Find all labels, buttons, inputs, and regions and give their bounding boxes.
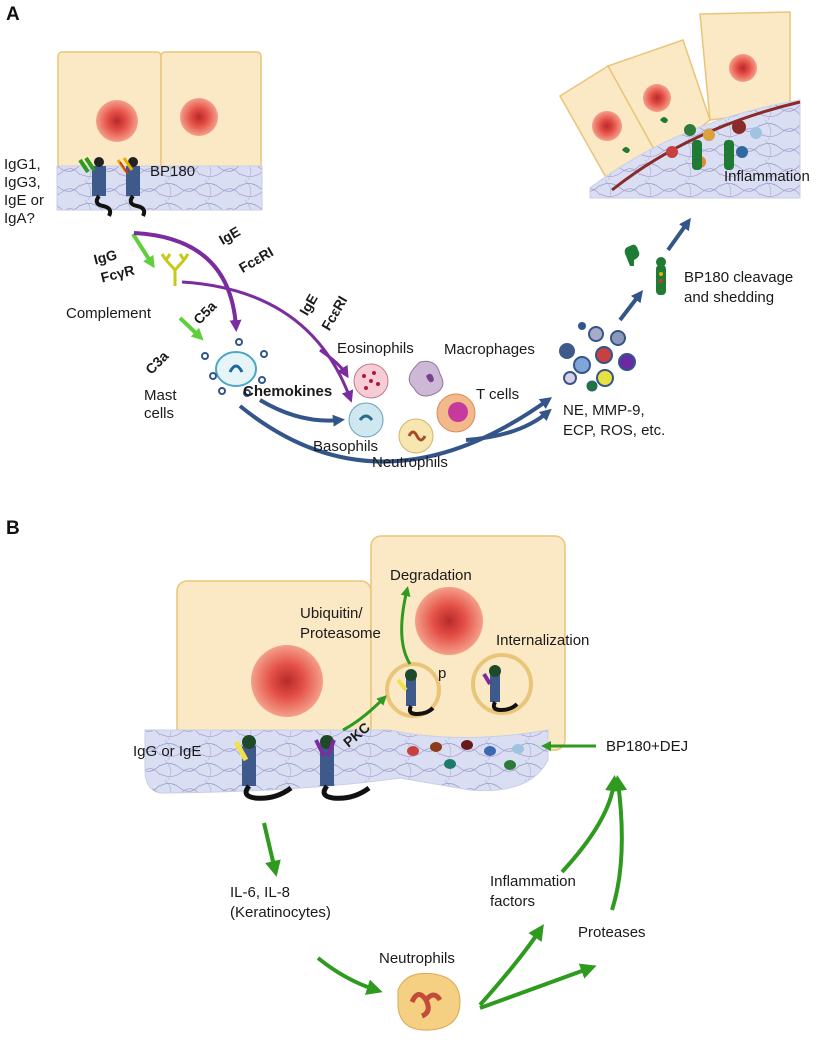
chemokines-label: Chemokines — [243, 383, 333, 400]
neutrophils-label-b: Neutrophils — [379, 950, 455, 967]
basophils-label: Basophils — [313, 438, 379, 455]
neutrophils-label-a: Neutrophils — [372, 454, 448, 471]
macrophage-cell — [408, 360, 444, 397]
eosinophil-cell — [353, 363, 389, 399]
panel-b-keratinocytes — [176, 535, 566, 751]
t-cell — [436, 393, 476, 433]
proteases-label: Proteases — [578, 924, 646, 941]
complement-label: Complement — [66, 305, 152, 322]
cleaved-bp180 — [624, 244, 666, 295]
arrow-proteases-to-dej — [610, 775, 628, 911]
arrow-inflammation-to-dej — [560, 775, 622, 874]
arrow-il-to-neutrophil — [316, 956, 383, 995]
arrow-pkc-to-complex — [342, 695, 387, 732]
basophil-cell — [348, 402, 384, 438]
arrow-mast-to-basophil — [258, 398, 345, 427]
panel-a-basement-membrane — [56, 165, 263, 211]
arrow-neutrophil-to-inflammation — [478, 924, 544, 1007]
neutrophil-cell-a — [398, 418, 434, 454]
macrophages-label: Macrophages — [444, 341, 535, 358]
arrow-ige-to-eosinophil — [319, 348, 349, 379]
arrow-igg-to-complement — [131, 232, 155, 269]
eosinophils-label: Eosinophils — [337, 340, 414, 357]
bp180-dej-label: BP180+DEJ — [606, 738, 689, 755]
panel-b-arrows — [262, 586, 628, 1010]
panel-a-bp180-antibody-complex — [78, 156, 147, 217]
mast-cell — [201, 338, 268, 397]
mediator-granules — [559, 322, 636, 392]
arrow-neutrophil-to-proteases — [479, 963, 597, 1010]
panel-a-letter: A — [6, 4, 20, 25]
arrow-complement-to-mast — [178, 316, 204, 341]
t-cells-label: T cells — [476, 386, 520, 403]
arrow-tcell-to-mediators — [465, 408, 552, 442]
arrow-to-il — [262, 822, 281, 877]
il-label: IL-6, IL-8 (Keratinocytes) — [230, 884, 331, 921]
arrow-mast-to-mediators — [238, 397, 553, 464]
degradation-label: Degradation — [390, 567, 472, 584]
bp180-label: BP180 — [150, 163, 196, 180]
arrow-ige-to-mast — [133, 231, 242, 332]
internalization-label: Internalization — [496, 632, 590, 649]
panel-a-arrows — [131, 217, 691, 464]
panel-a-keratinocytes-right — [558, 11, 801, 199]
neutrophil-cell-b — [397, 972, 461, 1031]
inflammation-factors-label: Inflammation factors — [490, 873, 576, 910]
panel-b-released-fragments — [407, 740, 524, 770]
inflammation-label: Inflammation — [724, 168, 810, 185]
mast-cells-label: Mast cells — [144, 387, 177, 422]
panel-a-keratinocytes-left — [57, 51, 262, 177]
antibody-isotypes-label: IgG1, IgG3, IgE or IgA? — [4, 156, 45, 227]
arrow-mediators-to-cleavage — [618, 290, 644, 322]
panel-b-bp180-complexes — [233, 665, 519, 801]
bp180-cleavage-label: BP180 cleavage and shedding — [684, 269, 794, 307]
proteases-list-label: NE, MMP-9, ECP, ROS, etc. — [563, 402, 666, 439]
igg-or-ige-label: IgG or IgE — [133, 743, 202, 760]
arrow-cleavage-to-inflammation — [666, 217, 691, 252]
phosphorylation-label: p — [438, 665, 447, 682]
ubiquitin-proteasome-label: Ubiquitin/ Proteasome — [300, 605, 381, 642]
arrow-to-degradation — [400, 586, 412, 665]
complement-molecule — [160, 253, 190, 286]
panel-b-letter: B — [6, 518, 20, 539]
